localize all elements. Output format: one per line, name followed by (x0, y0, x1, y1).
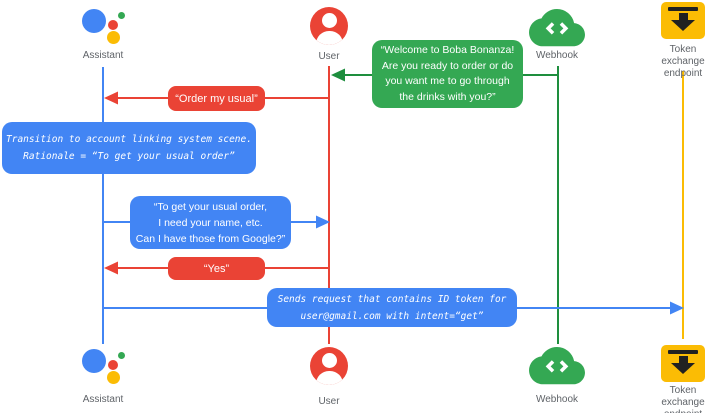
assistant-green-dot (118, 12, 125, 19)
message-order-usual: “Order my usual” (168, 86, 265, 111)
actor-label-user-bottom: User (318, 396, 340, 407)
user-body-shape (315, 371, 343, 385)
assistant-red-circle (107, 359, 118, 370)
actor-label-assistant-bottom: Assistant (82, 394, 124, 405)
token-tray-bar (668, 7, 698, 11)
actor-label-token-bottom: Token exchange endpoint (661, 385, 705, 413)
user-icon (310, 347, 348, 385)
assistant-red-circle (107, 19, 118, 30)
actor-label-assistant-top: Assistant (82, 50, 124, 61)
user-body-shape (315, 31, 343, 45)
message-welcome: “Welcome to Boba Bonanza! Are you ready … (372, 40, 523, 108)
user-icon (310, 7, 348, 45)
message-sends-request: Sends request that contains ID token for… (267, 288, 517, 327)
message-ask-info: “To get your usual order, I need your na… (130, 196, 291, 249)
token-arrow-down-icon (671, 363, 695, 374)
webhook-cloud-icon (529, 347, 585, 385)
google-assistant-icon (78, 345, 128, 385)
user-head-shape (321, 12, 337, 28)
token-endpoint-icon (661, 2, 705, 39)
google-assistant-icon (78, 5, 128, 45)
user-head-shape (321, 352, 337, 368)
token-arrow-down-icon (671, 20, 695, 31)
token-tray-bar (668, 350, 698, 354)
assistant-blue-circle (82, 9, 106, 33)
assistant-yellow-circle (106, 31, 120, 44)
token-arrow-stem (678, 13, 688, 21)
token-endpoint-icon (661, 345, 705, 382)
message-yes: “Yes” (168, 257, 265, 280)
actor-label-webhook-bottom: Webhook (535, 394, 579, 405)
note-transition-account-linking: Transition to account linking system sce… (2, 122, 256, 174)
assistant-green-dot (118, 352, 125, 359)
actor-label-user-top: User (318, 51, 340, 62)
actor-label-token-top: Token exchange endpoint (661, 44, 705, 79)
assistant-yellow-circle (106, 371, 120, 384)
token-arrow-stem (678, 356, 688, 364)
assistant-blue-circle (82, 349, 106, 373)
webhook-cloud-icon (529, 8, 585, 47)
actor-label-webhook-top: Webhook (535, 50, 579, 61)
